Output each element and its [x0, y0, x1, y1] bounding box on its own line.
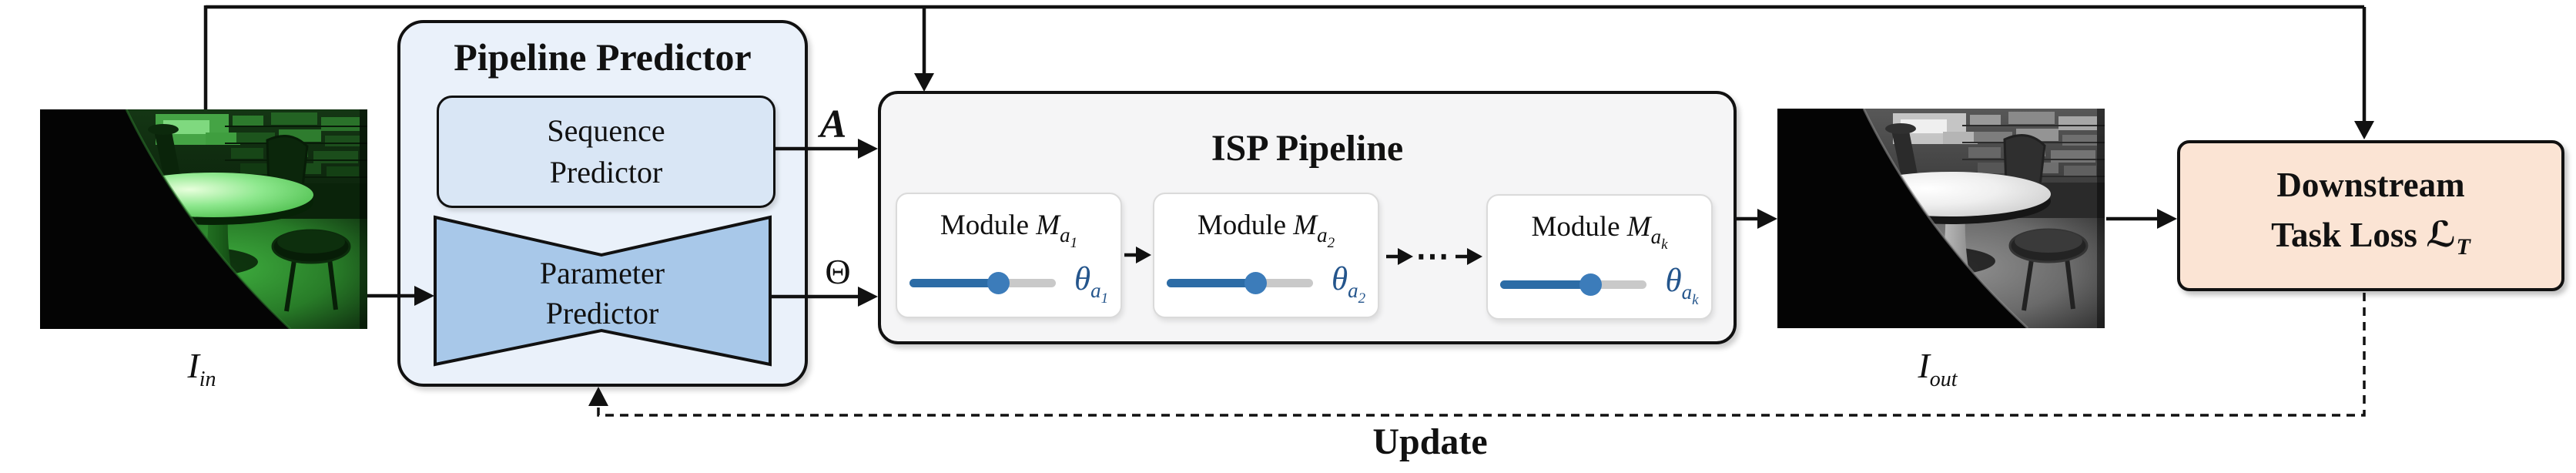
module-k-theta-label: θak: [1650, 262, 1714, 308]
input-image-label: Iin: [125, 344, 279, 393]
module-2-slider: [1167, 272, 1313, 294]
module-1-label: Module Ma1: [897, 210, 1121, 251]
module-a-sub: a: [1060, 223, 1070, 247]
module-card-1: Module Ma1 θa1: [896, 193, 1122, 318]
sequence-predictor-line2: Predictor: [549, 155, 663, 190]
module-word: Module: [1197, 210, 1287, 241]
module-m-symbol: M: [1293, 210, 1318, 241]
theta-a-sub: a: [1090, 278, 1101, 302]
output-image: [1777, 108, 2105, 330]
slider-fill: [1500, 280, 1591, 289]
module-ellipsis: ⋯: [1415, 236, 1449, 275]
update-label: Update: [1372, 421, 1488, 462]
output-image-art: [1777, 108, 2105, 330]
isp-pipeline-title: ISP Pipeline: [1211, 127, 1404, 169]
theta-symbol: θ: [1331, 260, 1348, 297]
sequence-predictor-box: Sequence Predictor: [437, 96, 775, 208]
task-loss-text: Task Loss: [2271, 215, 2417, 254]
module-k-slider: [1500, 273, 1646, 296]
arrowhead-into-isp-top: [914, 73, 934, 92]
downstream-line1: Downstream: [2276, 165, 2465, 204]
module-2-label: Module Ma2: [1154, 210, 1378, 251]
theta-index-sub: k: [1692, 291, 1699, 308]
output-image-label: Iout: [1861, 344, 2015, 393]
module-index-sub: 2: [1327, 235, 1335, 251]
downstream-task-loss-box: Downstream Task Loss ℒT: [2177, 140, 2564, 291]
theta-symbol: θ: [1665, 262, 1682, 299]
sequence-predictor-line1: Sequence: [547, 113, 665, 148]
slider-knob: [1244, 272, 1268, 294]
input-symbol: I: [187, 345, 199, 385]
theta-index-sub: 2: [1358, 290, 1366, 307]
module-card-k: Module Mak θak: [1486, 194, 1713, 320]
arrowhead-isp-to-output: [1757, 209, 1777, 229]
module-m-symbol: M: [1036, 210, 1060, 241]
theta-a-sub: a: [1681, 280, 1693, 304]
input-subscript: in: [199, 367, 216, 391]
loss-t-subscript: T: [2456, 233, 2470, 260]
arrowhead-output-to-downstream: [2157, 209, 2177, 229]
slider-knob: [987, 272, 1010, 294]
arrowhead-into-downstream-top: [2354, 121, 2374, 139]
module-1-slider: [909, 272, 1056, 294]
theta-index-sub: 1: [1100, 290, 1109, 307]
module-1-theta-label: θa1: [1059, 260, 1124, 307]
slider-fill: [1167, 279, 1256, 287]
sequence-output-symbol: A: [819, 102, 847, 146]
module-a-sub: a: [1650, 225, 1662, 248]
module-index-sub: k: [1661, 236, 1668, 253]
pipeline-predictor-title: Pipeline Predictor: [454, 35, 752, 79]
parameter-predictor-label: Parameter Predictor: [487, 253, 718, 334]
output-subscript: out: [1929, 367, 1958, 391]
parameter-output-symbol: Θ: [825, 251, 851, 291]
arrowhead-update-into-predictor: [588, 387, 608, 406]
slider-fill: [909, 279, 999, 287]
parameter-predictor-line2: Predictor: [545, 296, 659, 330]
input-image: [40, 109, 367, 330]
theta-a-sub: a: [1348, 278, 1358, 302]
module-word: Module: [1531, 211, 1620, 243]
module-card-2: Module Ma2 θa2: [1153, 193, 1379, 318]
slider-knob: [1579, 273, 1603, 296]
module-2-theta-label: θa2: [1316, 260, 1381, 307]
module-word: Module: [940, 210, 1030, 241]
module-a-sub: a: [1317, 223, 1328, 247]
module-m-symbol: M: [1626, 211, 1651, 243]
input-image-art: [40, 109, 367, 330]
theta-symbol: θ: [1074, 260, 1091, 297]
output-symbol: I: [1918, 345, 1930, 385]
parameter-predictor-line1: Parameter: [539, 256, 665, 290]
loss-script-l-symbol: ℒ: [2426, 213, 2457, 255]
downstream-line2: Task Loss ℒT: [2271, 210, 2470, 272]
module-k-label: Module Mak: [1488, 211, 1711, 253]
module-index-sub: 1: [1070, 235, 1078, 251]
